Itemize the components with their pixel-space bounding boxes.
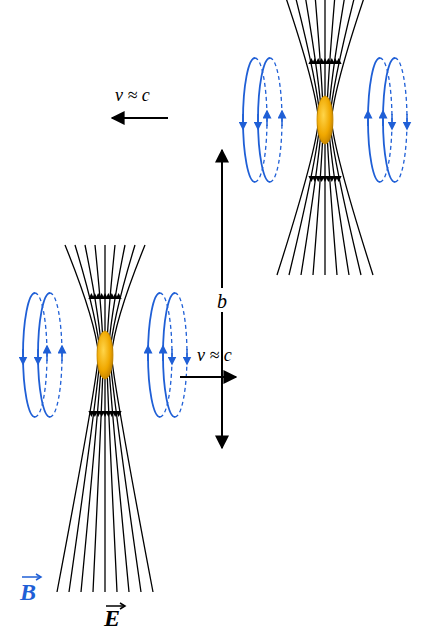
electric-field-label: E xyxy=(104,606,120,630)
electric-field-line xyxy=(111,245,153,592)
field-direction xyxy=(266,114,268,126)
magnetic-field-loop xyxy=(38,293,50,417)
magnetic-field-loop xyxy=(23,293,35,417)
magnetic-field-loop xyxy=(163,293,175,417)
impact-arrow xyxy=(221,312,223,448)
velocity-arrow xyxy=(180,376,236,378)
field-direction xyxy=(367,114,369,126)
magnetic-field-loop xyxy=(148,293,160,417)
velocity-label: v ≈ c xyxy=(115,86,150,104)
field-direction xyxy=(406,114,408,126)
velocity-arrow xyxy=(112,117,168,119)
magnetic-field-loop xyxy=(243,58,255,182)
field-direction xyxy=(37,349,39,361)
field-direction xyxy=(171,349,173,361)
magnetic-field-loop xyxy=(395,58,407,182)
field-direction xyxy=(281,114,283,126)
field-direction xyxy=(186,349,188,361)
field-direction xyxy=(242,114,244,126)
magnetic-field-loop xyxy=(383,58,395,182)
magnetic-field-loop xyxy=(175,293,187,417)
magnetic-field-label: B xyxy=(20,580,36,604)
vector-arrow xyxy=(36,574,41,580)
nucleus xyxy=(317,96,333,144)
impact-parameter-label: b xyxy=(215,290,229,312)
electric-field-line xyxy=(331,0,373,275)
field-direction xyxy=(336,58,342,64)
field-direction xyxy=(391,114,393,126)
field-direction xyxy=(162,349,164,361)
magnetic-field-loop xyxy=(368,58,380,182)
magnetic-field-loop xyxy=(50,293,62,417)
field-direction xyxy=(22,349,24,361)
field-direction xyxy=(257,114,259,126)
magnetic-field-loop xyxy=(270,58,282,182)
field-lines xyxy=(23,0,407,592)
field-direction xyxy=(382,114,384,126)
velocity-label: v ≈ c xyxy=(197,346,232,364)
field-direction xyxy=(336,176,342,182)
field-direction xyxy=(61,349,63,361)
vector-arrow xyxy=(120,603,125,609)
field-direction xyxy=(147,349,149,361)
nucleus xyxy=(97,331,113,379)
magnetic-field-loop xyxy=(258,58,270,182)
electric-field-line xyxy=(289,0,320,275)
impact-arrow xyxy=(221,150,223,288)
field-direction xyxy=(46,349,48,361)
field-direction xyxy=(116,411,122,417)
electric-field-line xyxy=(81,245,102,592)
vector-arrow xyxy=(22,576,40,578)
field-direction xyxy=(116,293,122,299)
